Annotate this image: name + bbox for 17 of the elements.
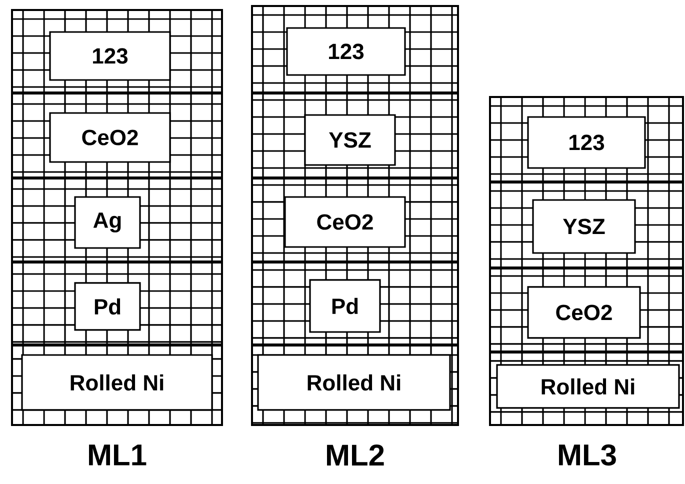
layer-box: Rolled Ni <box>257 354 451 411</box>
layer-box: Pd <box>309 279 381 333</box>
layer-box: 123 <box>527 116 646 169</box>
stack-label: ML3 <box>559 444 616 466</box>
layer-box: CeO2 <box>49 112 171 163</box>
layer-box: CeO2 <box>527 286 641 339</box>
stack-label: ML1 <box>89 444 146 466</box>
layer-box: Rolled Ni <box>21 354 213 411</box>
layer-box: 123 <box>49 31 171 81</box>
layer-box: YSZ <box>532 199 636 254</box>
layer-box: YSZ <box>304 114 396 166</box>
stack-label: ML2 <box>327 444 384 466</box>
layer-box: Rolled Ni <box>496 364 680 409</box>
layer-box: 123 <box>286 27 406 76</box>
layer-box: CeO2 <box>284 196 406 248</box>
layer-box: Ag <box>74 196 141 249</box>
layer-box: Pd <box>74 282 141 331</box>
